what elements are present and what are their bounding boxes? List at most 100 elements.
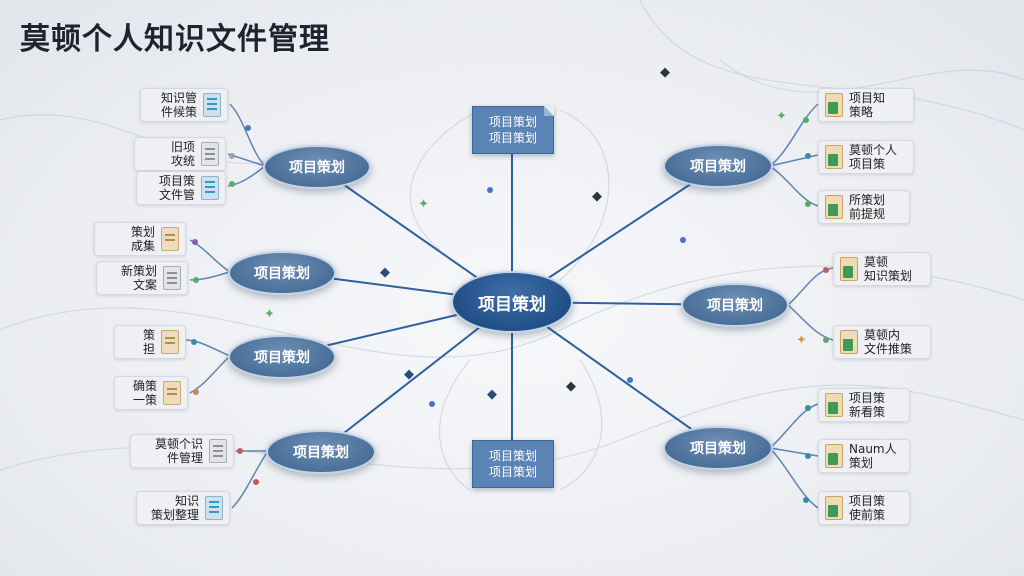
file-card[interactable]: Naum人策划 [818,439,910,473]
file-card[interactable]: 确策一策 [114,376,188,410]
file-card[interactable]: 旧项攻统 [134,137,226,171]
doc-green-icon [840,330,858,354]
file-card[interactable]: 项目策新看策 [818,388,910,422]
doc-beige-icon [163,381,181,405]
sparkle-icon: ✦ [776,109,787,124]
file-card-line: 莫顿 [864,255,889,269]
file-card-line: 文件推策 [864,342,913,356]
doc-blue-icon [201,176,219,200]
branch-node-label: 项目策划 [254,266,310,282]
branch-node[interactable]: 项目策划 [266,430,376,474]
doc-green-icon [825,393,843,417]
file-card-line: 一策 [132,393,157,407]
doc-box-bottom[interactable]: 项目策划 项目策划 [472,440,554,488]
branch-node[interactable]: 项目策划 [228,335,336,379]
file-card-line: 策划整理 [150,508,199,522]
branch-node[interactable]: 项目策划 [228,251,336,295]
doc-beige-icon [161,330,179,354]
doc-green-icon [825,444,843,468]
branch-node-label: 项目策划 [289,160,345,176]
file-card[interactable]: 项目策文件管 [136,171,226,205]
file-card-line: 件候策 [160,105,197,119]
file-card-line: 前提规 [849,207,886,221]
file-card-line: 项目策 [849,494,886,508]
sparkle-icon: ◆ [660,65,670,80]
doc-box-label: 项目策划 [488,465,537,479]
file-card-line: Naum人 [849,442,897,456]
doc-box-label: 项目策划 [488,449,537,463]
file-card-line: 新看策 [849,405,886,419]
doc-blue-icon [203,93,221,117]
file-card-line: 确策 [132,379,157,393]
file-card-line: 新策划 [120,264,157,278]
file-card[interactable]: 知识策划整理 [136,491,230,525]
file-card-line: 项目策 [158,174,195,188]
file-card[interactable]: 莫顿内文件推策 [833,325,931,359]
file-card-line: 知识 [174,494,199,508]
page-title: 莫顿个人知识文件管理 [20,22,330,57]
file-card-line: 策划 [130,225,155,239]
file-card-line: 使前策 [849,508,886,522]
branch-node-label: 项目策划 [690,441,746,457]
file-card-line: 攻统 [170,154,195,168]
doc-green-icon [825,145,843,169]
file-card-line: 件管理 [166,451,203,465]
branch-node[interactable]: 项目策划 [263,145,371,189]
file-card[interactable]: 项目策使前策 [818,491,910,525]
sparkle-icon: ✦ [264,307,275,322]
branch-node-label: 项目策划 [707,298,763,314]
sparkle-icon: ◆ [487,387,497,402]
file-card-line: 担 [142,342,155,356]
doc-box-label: 项目策划 [488,115,537,129]
doc-green-icon [840,257,858,281]
sparkle-icon: ◆ [380,265,390,280]
doc-blue-icon [205,496,223,520]
doc-box-label: 项目策划 [488,131,537,145]
file-card-line: 知识管 [160,91,197,105]
file-card-line: 文案 [132,278,157,292]
file-card[interactable]: 项目知策略 [818,88,914,122]
file-card-line: 项目策 [849,391,886,405]
file-card-line: 项目策 [849,157,886,171]
branch-node-label: 项目策划 [254,350,310,366]
file-card-line: 策 [142,328,155,342]
file-card-line: 文件管 [158,188,195,202]
file-card-line: 莫顿个识 [154,437,203,451]
file-card[interactable]: 新策划文案 [96,261,188,295]
file-card[interactable]: 所策划前提规 [818,190,910,224]
file-card-line: 策略 [849,105,874,119]
file-card-line: 莫顿内 [864,328,901,342]
center-node[interactable]: 项目策划 [451,271,573,333]
doc-gray-icon [209,439,227,463]
doc-green-icon [825,195,843,219]
file-card-line: 旧项 [170,140,195,154]
doc-box-top[interactable]: 项目策划 项目策划 [472,106,554,154]
sparkle-icon: ◆ [566,379,576,394]
file-card-line: 知识策划 [864,269,913,283]
doc-gray-icon [201,142,219,166]
sparkle-icon: ◆ [592,189,602,204]
branch-node[interactable]: 项目策划 [663,144,773,188]
file-card[interactable]: 策划成集 [94,222,186,256]
file-card-line: 莫顿个人 [849,143,898,157]
sparkle-icon: ◆ [404,367,414,382]
file-card[interactable]: 莫顿知识策划 [833,252,931,286]
center-node-label: 项目策划 [478,294,546,315]
file-card[interactable]: 策担 [114,325,186,359]
file-card[interactable]: 莫顿个人项目策 [818,140,914,174]
doc-green-icon [825,496,843,520]
file-card[interactable]: 知识管件候策 [140,88,228,122]
doc-gray-icon [163,266,181,290]
file-card-line: 成集 [130,239,155,253]
branch-node-label: 项目策划 [690,159,746,175]
branch-node[interactable]: 项目策划 [663,426,773,470]
doc-beige-icon [161,227,179,251]
file-card-line: 所策划 [849,193,886,207]
branch-node-label: 项目策划 [293,445,349,461]
doc-green-icon [825,93,843,117]
sparkle-icon: ✦ [418,197,429,212]
file-card[interactable]: 莫顿个识件管理 [130,434,234,468]
file-card-line: 项目知 [849,91,886,105]
branch-node[interactable]: 项目策划 [681,283,789,327]
sparkle-icon: ✦ [796,333,807,348]
